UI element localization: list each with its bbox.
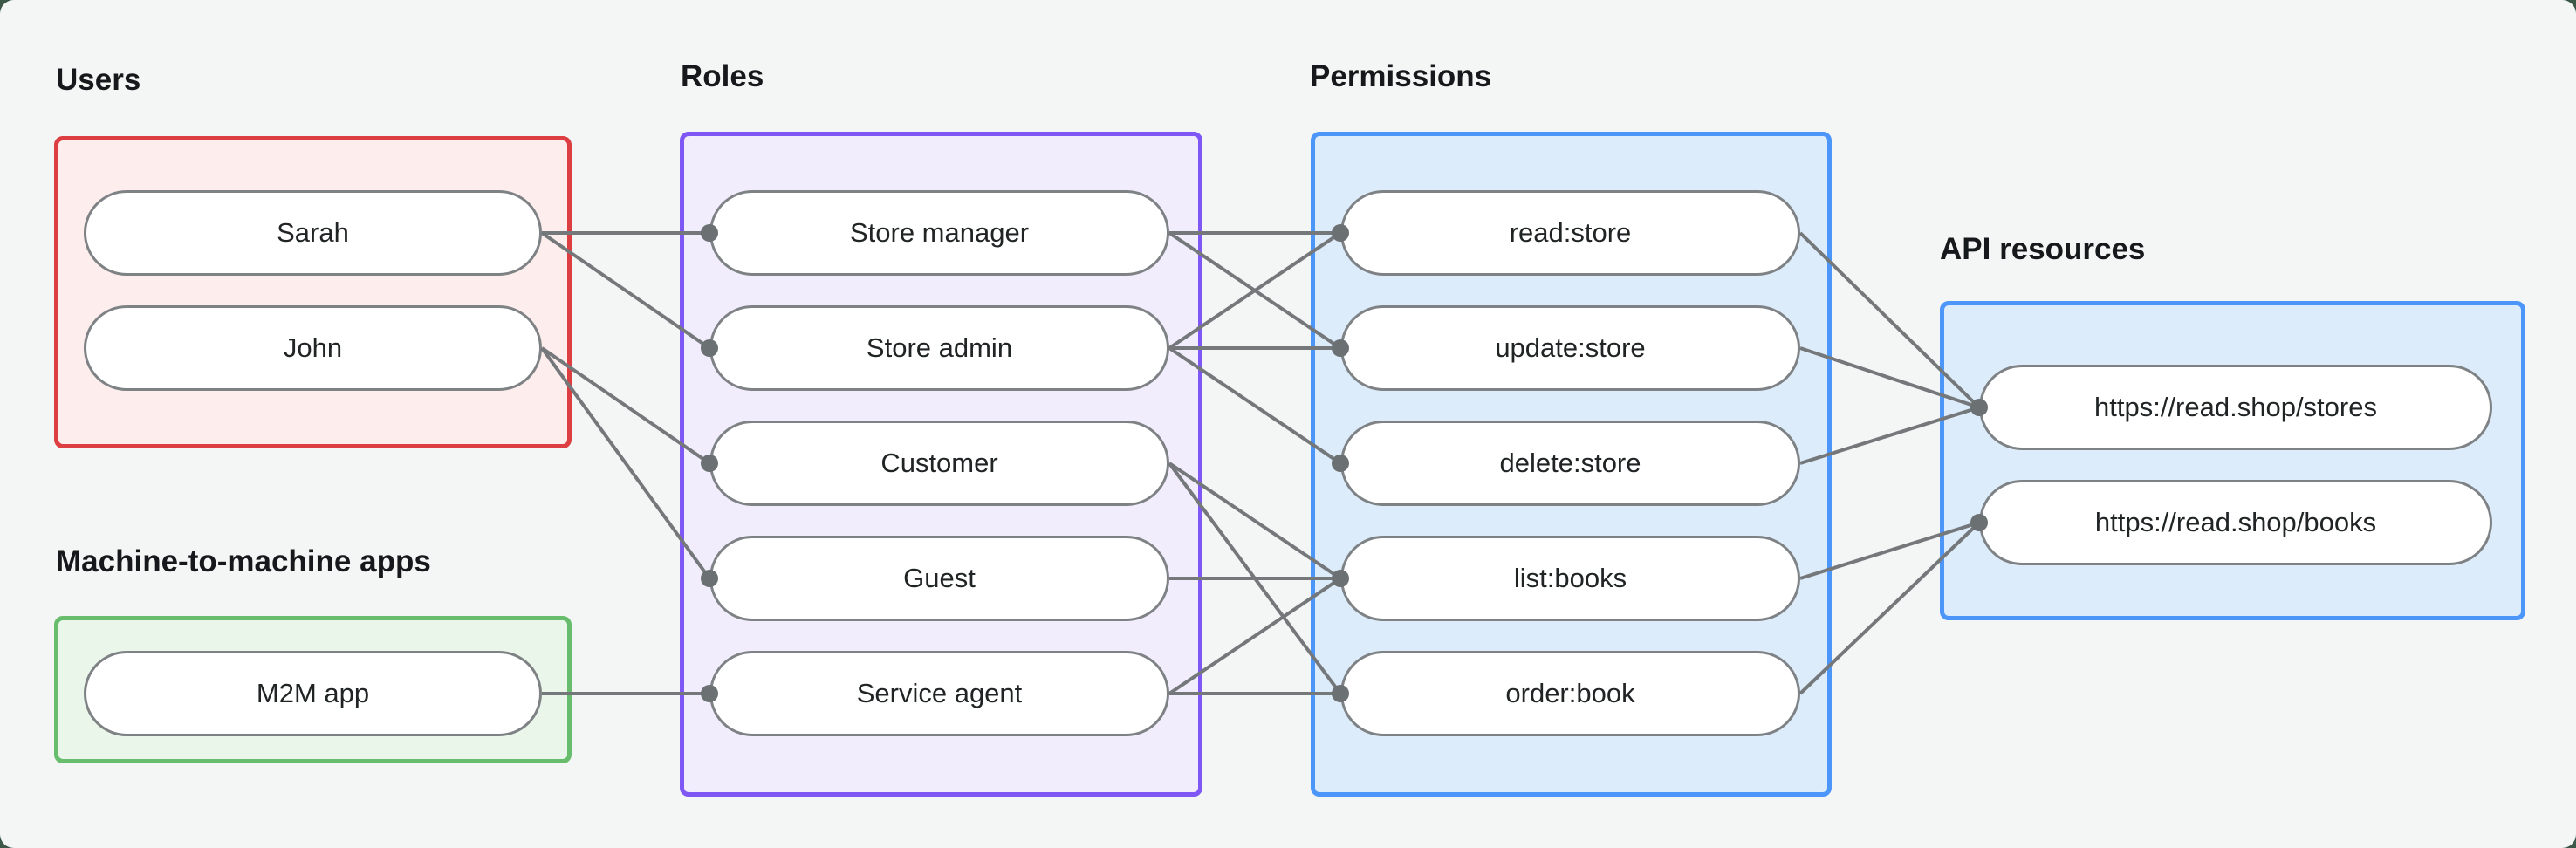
node-service-agent: Service agent: [709, 651, 1169, 736]
node-store-admin: Store admin: [709, 305, 1169, 391]
node-customer: Customer: [709, 421, 1169, 506]
api-resources-label: API resources: [1940, 232, 2146, 266]
node-list-books: list:books: [1340, 536, 1800, 621]
users-box: [54, 136, 572, 448]
users-label: Users: [56, 63, 141, 97]
node-store-manager: Store manager: [709, 190, 1169, 276]
roles-label: Roles: [681, 59, 764, 93]
node-guest: Guest: [709, 536, 1169, 621]
node-m2m-app: M2M app: [84, 651, 542, 736]
node-order-book: order:book: [1340, 651, 1800, 736]
permissions-label: Permissions: [1310, 59, 1492, 93]
m2m-apps-label: Machine-to-machine apps: [56, 544, 431, 578]
node-update-store: update:store: [1340, 305, 1800, 391]
node-john: John: [84, 305, 542, 391]
node-read-store: read:store: [1340, 190, 1800, 276]
node-delete-store: delete:store: [1340, 421, 1800, 506]
node-books-resource: https://read.shop/books: [1979, 480, 2492, 565]
node-stores-resource: https://read.shop/stores: [1979, 365, 2492, 450]
node-sarah: Sarah: [84, 190, 542, 276]
api-resources-box: [1940, 301, 2525, 620]
